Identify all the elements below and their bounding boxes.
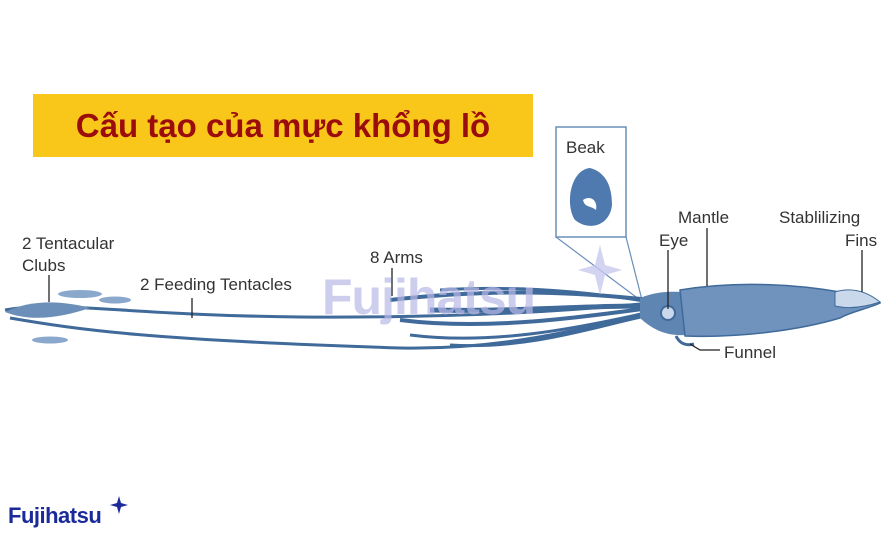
title-banner: Cấu tạo của mực khổng lồ (33, 94, 533, 157)
page-title: Cấu tạo của mực khổng lồ (75, 106, 491, 144)
squid-mantle (679, 283, 881, 338)
watermark-sparkle-icon (578, 245, 622, 295)
tentacles (4, 286, 651, 350)
label-fins-line1: Stablilizing (779, 208, 861, 227)
label-mantle: Mantle (678, 208, 730, 227)
fish-icons (32, 290, 131, 344)
label-funnel: Funnel (724, 343, 776, 362)
tentacular-club (5, 302, 90, 318)
label-eye: Eye (659, 231, 689, 250)
logo-star-icon (110, 496, 128, 514)
squid-fin (834, 289, 881, 309)
label-feeding-tentacles: 2 Feeding Tentacles (140, 275, 292, 294)
label-arms: 8 Arms (370, 248, 423, 267)
label-fins-line2: Fins (845, 231, 878, 250)
label-tentacular-clubs-line1: 2 Tentacular (22, 234, 115, 253)
label-tentacular-clubs-line2: Clubs (22, 256, 66, 275)
label-beak: Beak (566, 138, 605, 157)
watermark: Fujihatsu (322, 269, 536, 325)
funnel-shape (674, 335, 695, 347)
beak-icon (570, 168, 612, 226)
fujihatsu-logo: Fujihatsu (8, 503, 102, 528)
leader-lines (48, 228, 863, 351)
